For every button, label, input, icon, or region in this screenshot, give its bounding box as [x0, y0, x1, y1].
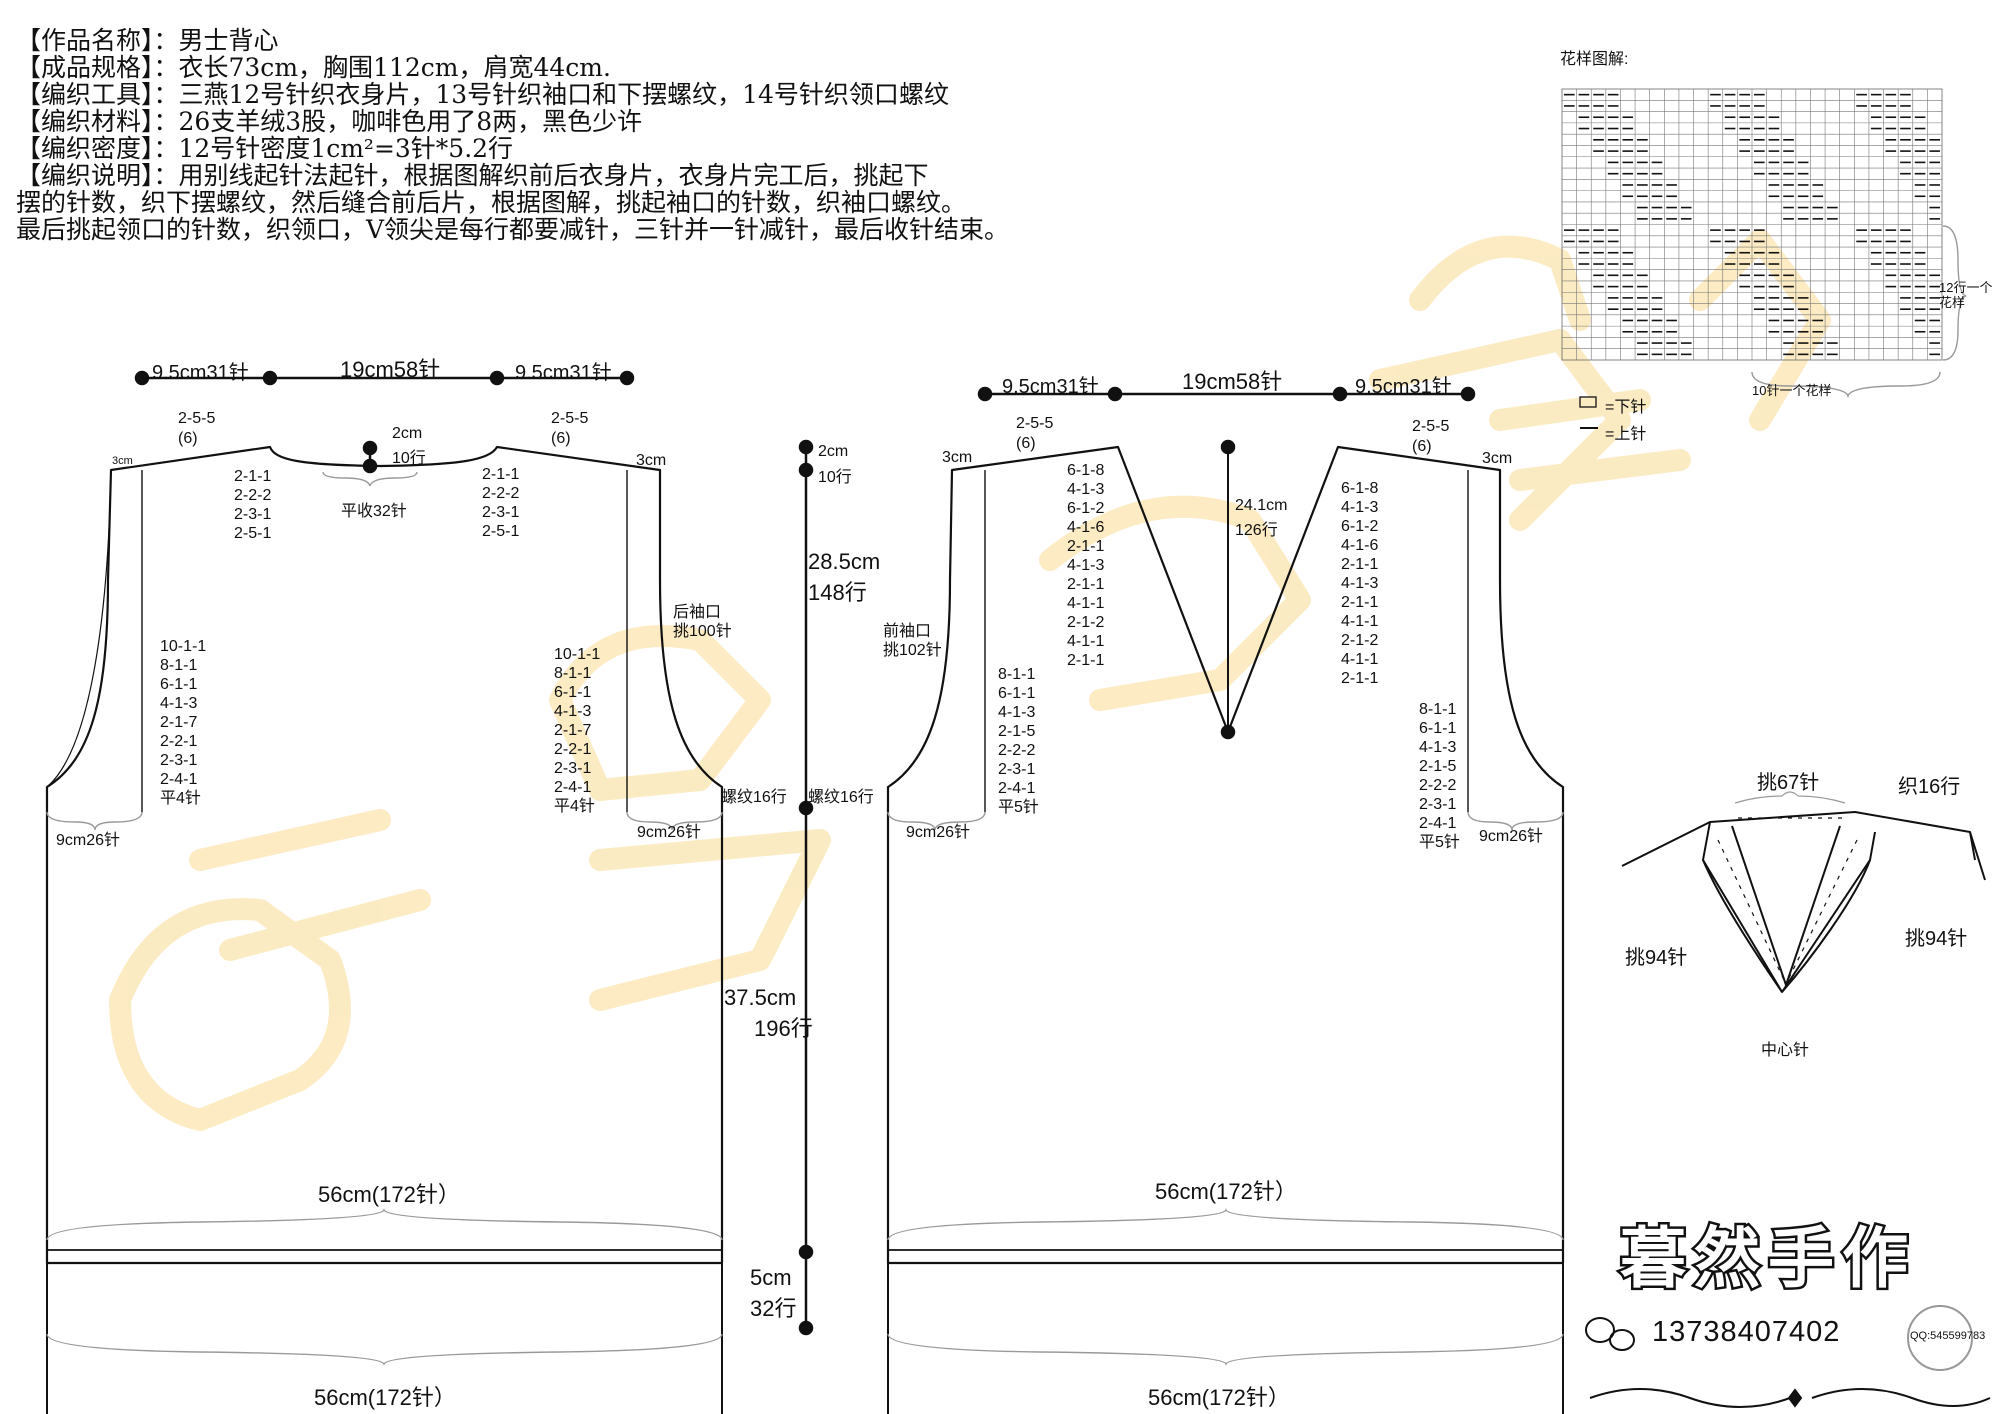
back-top-mid-label: 19cm58针 [340, 357, 441, 382]
length-a-cm: 2cm [818, 443, 849, 460]
header-line-3: 【编织工具】：三燕12号针织衣身片，13号针织袖口和下摆螺纹，14号针织领口螺纹 [16, 80, 949, 109]
front-edge-right: 3cm [1482, 450, 1513, 467]
length-c-cm: 37.5cm [724, 985, 797, 1010]
header-line-4: 【编织材料】：26支羊绒3股，咖啡色用了8两，黑色少许 [16, 107, 643, 136]
back-armhole-dec-left: 10-1-1 8-1-1 6-1-1 4-1-3 2-1-7 2-2-1 2-3… [160, 638, 207, 807]
front-v-rows: 126行 [1235, 522, 1278, 539]
front-armhole-label-2: 挑102针 [883, 642, 942, 659]
pattern-title: 花样图解: [1560, 51, 1629, 68]
length-d-cm: 5cm [750, 1265, 792, 1290]
collar-pick-top: 挑67针 [1757, 772, 1820, 794]
brand-logo: 暮然手作 [1618, 1218, 1916, 1300]
pattern-repeat-sts: 10针一个花样 [1752, 383, 1832, 398]
front-shoulder-left-n: (6) [1016, 435, 1036, 452]
back-armhole-label-2: 挑100针 [673, 623, 732, 640]
back-top-left-label: 9.5cm31针 [152, 362, 249, 384]
header-line-8: 最后挑起领口的针数，织领口，V领尖是每行都要减针，三针并一针减针，最后收针结束。 [16, 215, 1010, 244]
front-v-dec-right: 6-1-8 4-1-3 6-1-2 4-1-6 2-1-1 4-1-3 2-1-… [1341, 480, 1379, 687]
header-line-1: 【作品名称】：男士背心 [16, 26, 279, 55]
back-neck-bind: 平收32针 [341, 503, 407, 520]
collar-pick-right: 挑94针 [1905, 928, 1968, 950]
back-armhole-dec-right: 10-1-1 8-1-1 6-1-1 4-1-3 2-1-7 2-2-1 2-3… [554, 646, 601, 815]
back-armhole-label-1: 后袖口 [673, 604, 722, 621]
header-line-5: 【编织密度】：12号针密度1cm²=3针*5.2行 [16, 134, 514, 163]
front-width-upper: 56cm(172针） [1155, 1179, 1297, 1204]
front-rib-label: 螺纹16行 [808, 789, 874, 806]
length-b-rows: 148行 [808, 580, 867, 605]
front-shoulder-right-n: (6) [1412, 438, 1432, 455]
header-line-2: 【成品规格】：衣长73cm，胸围112cm，肩宽44cm. [16, 53, 611, 82]
legend-knit-label: =下针 [1605, 399, 1647, 416]
back-shoulder-left: 2-5-5 [178, 410, 216, 427]
back-shoulder-right-n: (6) [551, 430, 571, 447]
front-outline [886, 445, 1565, 1265]
back-edge-left: 3cm [112, 455, 133, 467]
back-shoulder-left-n: (6) [178, 430, 198, 447]
header-line-6: 【编织说明】：用别线起针法起针，根据图解织前后衣身片，衣身片完工后，挑起下 [16, 161, 929, 190]
back-neck-dec-left: 2-1-1 2-2-2 2-3-1 2-5-1 [234, 468, 272, 542]
front-v-dec-left: 6-1-8 4-1-3 6-1-2 4-1-6 2-1-1 4-1-3 2-1-… [1067, 462, 1105, 669]
watermark [109, 229, 1831, 1131]
collar-pick-left: 挑94针 [1625, 947, 1688, 969]
front-edge-left: 3cm [942, 449, 973, 466]
back-neck-dec-right: 2-1-1 2-2-2 2-3-1 2-5-1 [482, 466, 520, 540]
back-width-upper: 56cm(172针） [318, 1182, 460, 1207]
collar-knit-rows: 织16行 [1898, 776, 1961, 798]
front-armhole-label-1: 前袖口 [883, 623, 932, 640]
back-underarm-left: 9cm26针 [56, 832, 121, 849]
length-b-cm: 28.5cm [808, 549, 881, 574]
front-armhole-dec-left: 8-1-1 6-1-1 4-1-3 2-1-5 2-2-2 2-3-1 2-4-… [998, 666, 1039, 816]
brand-phone: 13738407402 [1652, 1316, 1841, 1348]
pattern-repeat-rows: 12行一个花样 [1939, 280, 1993, 310]
front-shoulder-right: 2-5-5 [1412, 418, 1450, 435]
front-underarm-right: 9cm26针 [1479, 828, 1544, 845]
back-edge-right: 3cm [636, 452, 667, 469]
front-top-right-label: 9.5cm31针 [1355, 376, 1452, 398]
front-shoulder-left: 2-5-5 [1016, 415, 1054, 432]
back-top-right-label: 9.5cm31针 [515, 362, 612, 384]
front-top-mid-label: 19cm58针 [1182, 369, 1283, 394]
front-width-lower: 56cm(172针） [1148, 1385, 1290, 1410]
length-d-rows: 32行 [750, 1296, 797, 1321]
header-line-7: 摆的针数，织下摆螺纹，然后缝合前后片，根据图解，挑起袖口的针数，织袖口螺纹。 [16, 188, 967, 217]
back-shoulder-right: 2-5-5 [551, 410, 589, 427]
back-neck-rows: 10行 [392, 450, 426, 467]
back-neck-depth: 2cm [392, 425, 423, 442]
length-a-rows: 10行 [818, 469, 852, 486]
front-top-left-label: 9.5cm31针 [1002, 376, 1099, 398]
back-underarm-right: 9cm26针 [637, 824, 702, 841]
front-v-depth: 24.1cm [1235, 497, 1288, 514]
front-armhole-dec-right: 8-1-1 6-1-1 4-1-3 2-1-5 2-2-2 2-3-1 2-4-… [1419, 701, 1460, 851]
length-c-rows: 196行 [754, 1016, 813, 1041]
legend-purl-label: =上针 [1605, 426, 1647, 443]
back-rib-label: 螺纹16行 [721, 789, 787, 806]
brand-qq: QQ:545599783 [1910, 1330, 1986, 1342]
collar-center-stitch: 中心针 [1761, 1042, 1810, 1059]
front-underarm-left: 9cm26针 [906, 824, 971, 841]
back-width-lower: 56cm(172针） [314, 1385, 456, 1410]
